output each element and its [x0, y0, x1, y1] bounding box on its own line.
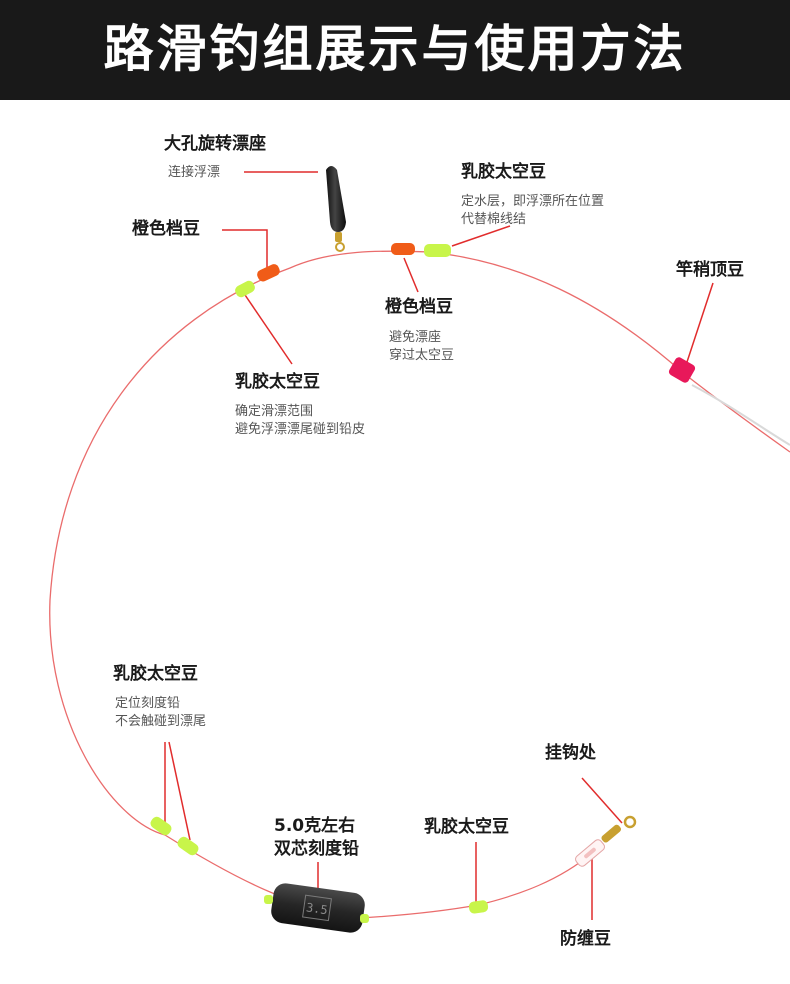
pointer-bean-top-right [451, 225, 511, 247]
label-float-seat: 大孔旋转漂座 [164, 134, 266, 154]
pointer-orange-mid [403, 257, 419, 293]
lead-weight-tick-box [302, 894, 332, 922]
desc-orange-stopper-mid-2: 穿过太空豆 [389, 348, 455, 363]
label-hook-point: 挂钩处 [545, 743, 596, 763]
desc-latex-bean-left-2: 不会触碰到漂尾 [115, 714, 207, 729]
label-pointers [164, 171, 714, 920]
float-seat-body [326, 166, 346, 232]
label-latex-bean-bottom: 乳胶太空豆 [424, 817, 509, 837]
pointer-bean-mid [242, 291, 293, 365]
anti-tangle-bean-core [584, 847, 596, 859]
pointer-bean-left-b [168, 741, 191, 841]
latex-bean-upper-left [235, 280, 255, 298]
fishing-line-main [49, 250, 790, 899]
swivel-eye [335, 242, 345, 252]
desc-latex-bean-left-1: 定位刻度铅 [115, 696, 181, 711]
desc-latex-bean-mid-2: 避免浮漂漂尾碰到铅皮 [235, 422, 366, 437]
latex-bean-lower-left-1 [150, 816, 172, 836]
title-banner [0, 0, 790, 100]
fishing-line-sheen [691, 384, 790, 446]
label-rod-tip-bean: 竿稍顶豆 [676, 260, 744, 280]
latex-bean-lower-left-2 [177, 836, 199, 856]
hook-connector [575, 815, 637, 867]
lead-weight-tip-right [360, 914, 369, 923]
latex-bean-bottom [468, 900, 489, 914]
label-orange-stopper-left: 橙色档豆 [132, 219, 200, 239]
desc-latex-bean-mid-1: 确定滑漂范围 [235, 404, 314, 419]
orange-stopper-left [257, 264, 280, 282]
label-latex-bean-left: 乳胶太空豆 [113, 664, 198, 684]
lead-weight-tip-left [264, 895, 273, 904]
float-seat [326, 166, 346, 252]
page-title: 路滑钓组展示与使用方法 [103, 20, 687, 78]
lead-weight-body [271, 883, 365, 933]
label-weight-line-1: 5.0克左右 [274, 816, 356, 836]
pointer-hook [581, 777, 623, 824]
rod-tip-bean [668, 357, 696, 383]
latex-bean-upper-right [424, 244, 451, 257]
swivel-ring [335, 232, 342, 242]
label-weight-line-2: 双芯刻度铅 [274, 839, 359, 859]
desc-latex-bean-top-right-2: 代替棉线结 [461, 212, 527, 227]
lead-weight-marking: 3.5 [305, 900, 328, 917]
pointer-rod-tip [686, 282, 714, 363]
label-orange-stopper-mid: 橙色档豆 [385, 297, 453, 317]
label-anti-tangle-bean: 防缠豆 [560, 929, 611, 949]
hook-swivel-eye [623, 815, 637, 829]
beads [150, 243, 696, 914]
desc-float-seat: 连接浮漂 [168, 165, 221, 180]
label-latex-bean-top-right: 乳胶太空豆 [461, 162, 546, 182]
desc-latex-bean-top-right-1: 定水层，即浮漂所在位置 [461, 194, 605, 209]
hook-swivel [601, 824, 622, 843]
lead-weight: 3.5 [264, 883, 369, 933]
desc-orange-stopper-mid-1: 避免漂座 [389, 330, 442, 345]
pointer-orange-left [222, 229, 268, 270]
orange-stopper-mid [391, 243, 415, 255]
label-latex-bean-mid: 乳胶太空豆 [235, 372, 320, 392]
